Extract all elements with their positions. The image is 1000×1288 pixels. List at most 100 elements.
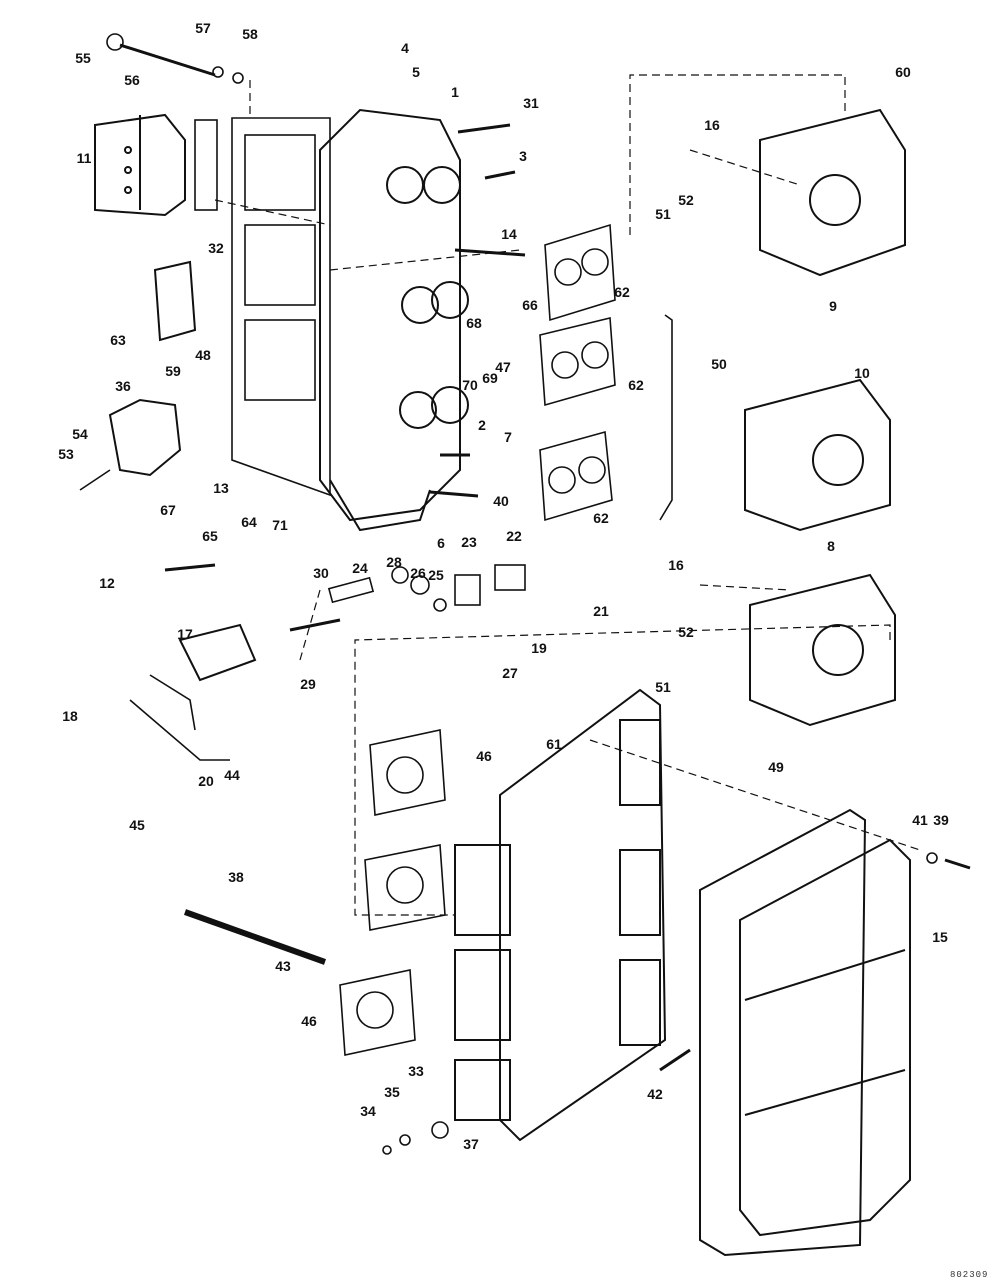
tube-38 bbox=[183, 909, 327, 965]
callout-31: 31 bbox=[523, 95, 539, 111]
callout-10: 10 bbox=[854, 365, 870, 381]
callout-46: 46 bbox=[476, 748, 492, 764]
callout-68: 68 bbox=[466, 315, 482, 331]
callout-42: 42 bbox=[647, 1086, 663, 1102]
callout-41: 41 bbox=[912, 812, 928, 828]
callout-27: 27 bbox=[502, 665, 518, 681]
callout-38: 38 bbox=[228, 869, 244, 885]
callout-46: 46 bbox=[301, 1013, 317, 1029]
callout-62: 62 bbox=[614, 284, 630, 300]
gaskets-47 bbox=[539, 223, 616, 522]
screw-14 bbox=[454, 248, 526, 257]
callout-56: 56 bbox=[124, 72, 140, 88]
washer-58 bbox=[232, 72, 244, 84]
carburetor-8 bbox=[749, 573, 896, 727]
callout-3: 3 bbox=[519, 148, 527, 164]
callout-22: 22 bbox=[506, 528, 522, 544]
carburetor-9 bbox=[759, 108, 906, 277]
callout-15: 15 bbox=[932, 929, 948, 945]
callout-14: 14 bbox=[501, 226, 517, 242]
washer-41 bbox=[926, 852, 938, 864]
callout-49: 49 bbox=[768, 759, 784, 775]
gasket-13 bbox=[231, 117, 331, 497]
callout-24: 24 bbox=[352, 560, 368, 576]
callout-50: 50 bbox=[711, 356, 727, 372]
callout-65: 65 bbox=[202, 528, 218, 544]
clip-37 bbox=[431, 1121, 449, 1139]
callout-16: 16 bbox=[668, 557, 684, 573]
hose-65 bbox=[164, 563, 216, 572]
nut-55 bbox=[106, 33, 124, 51]
callout-25: 25 bbox=[428, 567, 444, 583]
callout-1: 1 bbox=[451, 84, 459, 100]
screw-31 bbox=[457, 123, 511, 134]
callout-59: 59 bbox=[165, 363, 181, 379]
callout-52: 52 bbox=[678, 192, 694, 208]
callout-54: 54 bbox=[72, 426, 88, 442]
leaf-plate-block-1 bbox=[319, 108, 469, 532]
callout-58: 58 bbox=[242, 26, 258, 42]
callout-44: 44 bbox=[224, 767, 240, 783]
callout-60: 60 bbox=[895, 64, 911, 80]
callout-34: 34 bbox=[360, 1103, 376, 1119]
callout-67: 67 bbox=[160, 502, 176, 518]
callout-51: 51 bbox=[655, 206, 671, 222]
carburetor-10 bbox=[744, 378, 891, 532]
callout-48: 48 bbox=[195, 347, 211, 363]
callout-62: 62 bbox=[593, 510, 609, 526]
callout-43: 43 bbox=[275, 958, 291, 974]
callout-19: 19 bbox=[531, 640, 547, 656]
callout-5: 5 bbox=[412, 64, 420, 80]
rod-30 bbox=[289, 618, 341, 632]
callout-40: 40 bbox=[493, 493, 509, 509]
plate-23 bbox=[454, 574, 481, 606]
part-63 bbox=[153, 260, 197, 342]
screw-3 bbox=[484, 170, 516, 180]
part-26 bbox=[410, 575, 430, 595]
callout-62: 62 bbox=[628, 377, 644, 393]
callout-2: 2 bbox=[478, 417, 486, 433]
silencer-cover-15 bbox=[699, 808, 911, 1257]
callout-6: 6 bbox=[437, 535, 445, 551]
screw-53 bbox=[79, 469, 111, 491]
callout-9: 9 bbox=[829, 298, 837, 314]
callout-33: 33 bbox=[408, 1063, 424, 1079]
callout-32: 32 bbox=[208, 240, 224, 256]
callout-21: 21 bbox=[593, 603, 609, 619]
callout-7: 7 bbox=[504, 429, 512, 445]
wire-18 bbox=[149, 674, 196, 731]
screw-56 bbox=[119, 43, 216, 77]
callout-61: 61 bbox=[546, 736, 562, 752]
disc-25 bbox=[433, 598, 447, 612]
bracket-36 bbox=[108, 398, 182, 477]
cover-11 bbox=[94, 113, 186, 217]
callout-63: 63 bbox=[110, 332, 126, 348]
solenoid-17 bbox=[178, 623, 257, 682]
callout-28: 28 bbox=[386, 554, 402, 570]
screw-42 bbox=[659, 1048, 691, 1072]
callout-47: 47 bbox=[495, 359, 511, 375]
callout-8: 8 bbox=[827, 538, 835, 554]
callout-4: 4 bbox=[401, 40, 409, 56]
callout-55: 55 bbox=[75, 50, 91, 66]
ground-wire-20 bbox=[129, 699, 230, 761]
callout-52: 52 bbox=[678, 624, 694, 640]
callout-12: 12 bbox=[99, 575, 115, 591]
callout-13: 13 bbox=[213, 480, 229, 496]
callout-71: 71 bbox=[272, 517, 288, 533]
callout-36: 36 bbox=[115, 378, 131, 394]
plunger-24 bbox=[327, 576, 375, 604]
callout-11: 11 bbox=[76, 150, 92, 166]
callout-17: 17 bbox=[177, 626, 193, 642]
housing-22 bbox=[494, 564, 526, 591]
callout-18: 18 bbox=[62, 708, 78, 724]
gasket-32 bbox=[194, 119, 218, 211]
screw-40 bbox=[429, 490, 479, 498]
callout-70: 70 bbox=[462, 377, 478, 393]
adaptor-plate-61 bbox=[454, 688, 667, 1142]
link-50 bbox=[659, 314, 673, 521]
callout-39: 39 bbox=[933, 812, 949, 828]
callout-66: 66 bbox=[522, 297, 538, 313]
callout-20: 20 bbox=[198, 773, 214, 789]
